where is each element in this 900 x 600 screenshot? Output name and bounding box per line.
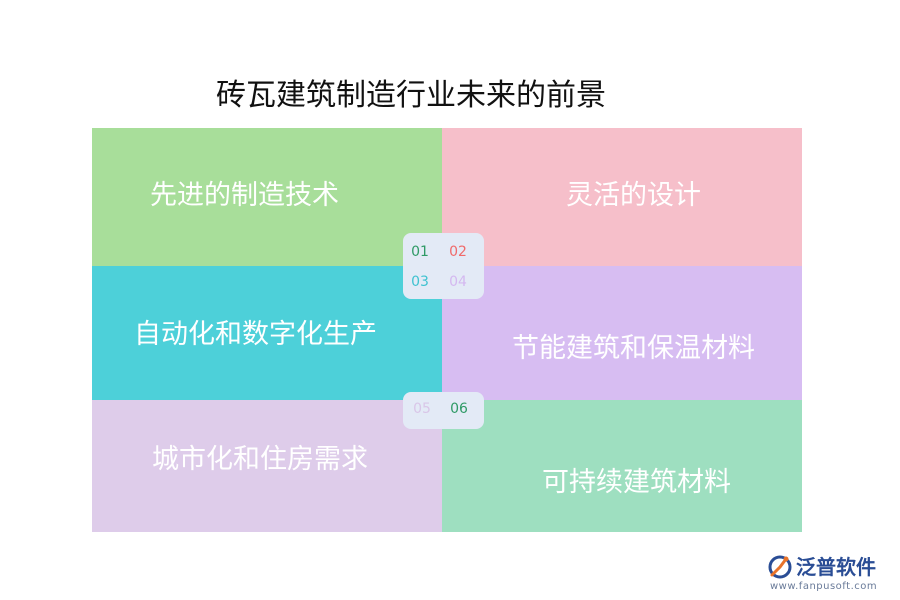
number-02: 02: [449, 244, 467, 260]
logo-url: www.fanpusoft.com: [770, 581, 878, 592]
cell-label: 城市化和住房需求: [152, 443, 368, 475]
cell-label: 灵活的设计: [566, 179, 701, 211]
number-05: 05: [413, 401, 431, 417]
number-badge-top: 01 02 03 04: [403, 233, 484, 299]
cell-flexible-design: 灵活的设计: [442, 128, 802, 266]
cell-label: 自动化和数字化生产: [134, 318, 377, 350]
cell-energy-saving: 节能建筑和保温材料: [442, 266, 802, 400]
number-badge-bottom: 05 06: [403, 392, 484, 429]
number-01: 01: [411, 244, 429, 260]
cell-sustainable-materials: 可持续建筑材料: [442, 400, 802, 532]
cell-automation-digital: 自动化和数字化生产: [92, 266, 442, 400]
cell-label: 可持续建筑材料: [542, 466, 731, 498]
logo-name: 泛普软件: [796, 555, 876, 579]
number-03: 03: [411, 274, 429, 290]
diagram-title: 砖瓦建筑制造行业未来的前景: [216, 78, 606, 113]
number-06: 06: [450, 401, 468, 417]
cell-advanced-manufacturing: 先进的制造技术: [92, 128, 442, 266]
cell-label: 先进的制造技术: [150, 179, 339, 211]
number-04: 04: [449, 274, 467, 290]
cell-urbanization-housing: 城市化和住房需求: [92, 400, 442, 532]
fanpu-logo-icon: [768, 555, 792, 579]
brand-logo: 泛普软件 www.fanpusoft.com: [766, 553, 896, 593]
cell-label: 节能建筑和保温材料: [512, 332, 755, 364]
